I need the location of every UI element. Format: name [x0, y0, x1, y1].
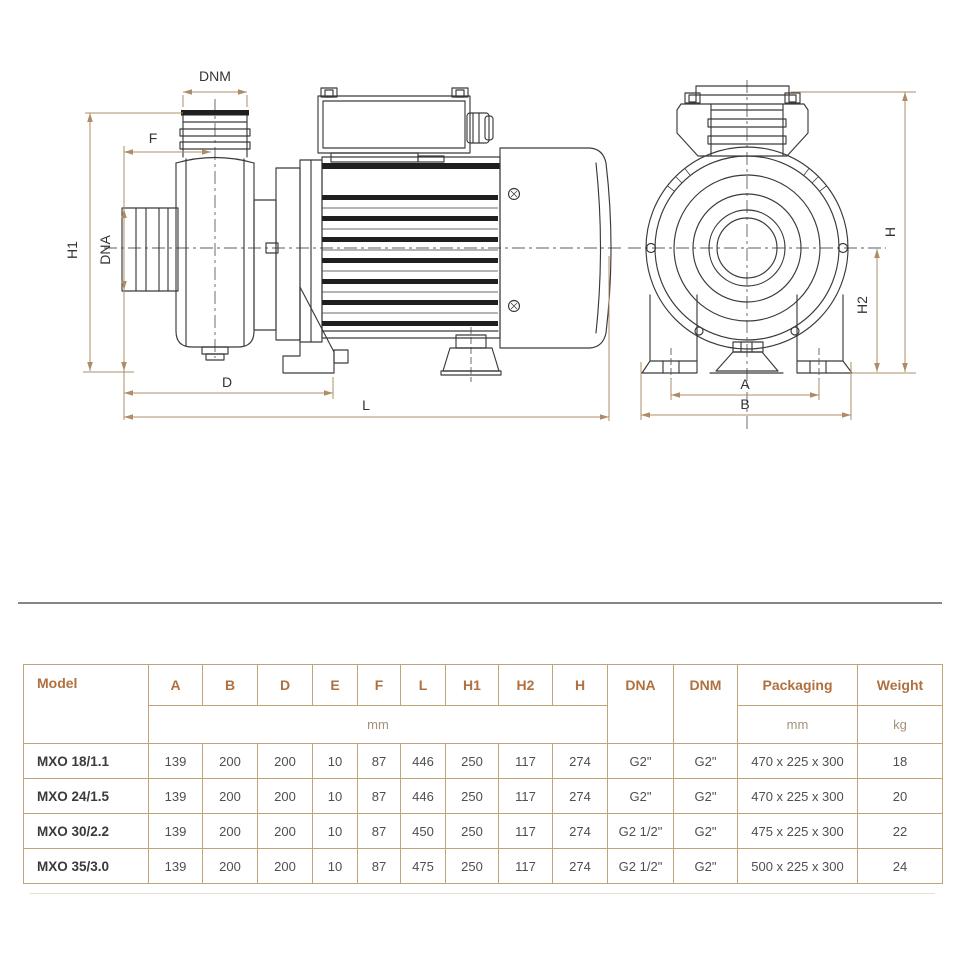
packaging-unit: mm [737, 705, 858, 744]
value-cell: 250 [445, 778, 499, 814]
value-cell: 20 [857, 778, 943, 814]
col-header-packaging: Packaging [737, 664, 858, 706]
value-cell: 10 [312, 743, 358, 779]
value-cell: G2" [607, 778, 674, 814]
value-cell: 470 x 225 x 300 [737, 778, 858, 814]
value-cell: 446 [400, 778, 446, 814]
value-cell: 274 [552, 813, 608, 849]
value-cell: 18 [857, 743, 943, 779]
value-cell: 10 [312, 778, 358, 814]
value-cell: 200 [257, 743, 313, 779]
value-cell: 139 [148, 848, 203, 884]
col-header-l: L [400, 664, 446, 706]
col-header-e: E [312, 664, 358, 706]
value-cell: 470 x 225 x 300 [737, 743, 858, 779]
value-cell: 117 [498, 848, 553, 884]
value-cell: 475 [400, 848, 446, 884]
value-cell: 200 [202, 778, 258, 814]
dimension-lines: DNM F DNA H1 D [64, 68, 916, 421]
value-cell: G2 1/2" [607, 848, 674, 884]
value-cell: 250 [445, 813, 499, 849]
value-cell: 139 [148, 778, 203, 814]
value-cell: 87 [357, 848, 401, 884]
dim-label-h: H [882, 227, 898, 237]
value-cell: 200 [202, 848, 258, 884]
value-cell: 500 x 225 x 300 [737, 848, 858, 884]
value-cell: 117 [498, 813, 553, 849]
value-cell: G2" [673, 848, 738, 884]
model-cell: MXO 30/2.2 [23, 813, 149, 849]
value-cell: 475 x 225 x 300 [737, 813, 858, 849]
dim-label-l: L [362, 397, 370, 413]
col-header-model: Model [23, 664, 149, 744]
dim-label-dna: DNA [97, 235, 113, 265]
dim-label-a: A [740, 376, 750, 392]
col-header-h1: H1 [445, 664, 499, 706]
value-cell: 24 [857, 848, 943, 884]
col-header-dnm: DNM [673, 664, 738, 744]
dim-label-dnm: DNM [199, 68, 231, 84]
value-cell: 250 [445, 848, 499, 884]
dimensions-unit: mm [148, 705, 608, 744]
value-cell: 87 [357, 743, 401, 779]
col-header-weight: Weight [857, 664, 943, 706]
value-cell: 139 [148, 813, 203, 849]
col-header-b: B [202, 664, 258, 706]
value-cell: 250 [445, 743, 499, 779]
pump-side-view [104, 87, 624, 382]
col-header-a: A [148, 664, 203, 706]
col-header-f: F [357, 664, 401, 706]
dim-label-d: D [222, 374, 232, 390]
value-cell: 87 [357, 813, 401, 849]
value-cell: 87 [357, 778, 401, 814]
value-cell: 10 [312, 848, 358, 884]
col-header-h2: H2 [498, 664, 553, 706]
value-cell: 200 [202, 813, 258, 849]
value-cell: 446 [400, 743, 446, 779]
value-cell: G2" [673, 743, 738, 779]
pump-front-view [628, 80, 886, 432]
model-cell: MXO 24/1.5 [23, 778, 149, 814]
value-cell: G2" [673, 778, 738, 814]
weight-unit: kg [857, 705, 943, 744]
dim-label-f: F [149, 130, 158, 146]
value-cell: 200 [202, 743, 258, 779]
col-header-dna: DNA [607, 664, 674, 744]
value-cell: 117 [498, 743, 553, 779]
value-cell: 200 [257, 813, 313, 849]
spec-table: Model A B D E F L H1 H2 H DNA DNM Packag… [23, 664, 943, 884]
col-header-h: H [552, 664, 608, 706]
value-cell: G2" [673, 813, 738, 849]
value-cell: 450 [400, 813, 446, 849]
model-cell: MXO 18/1.1 [23, 743, 149, 779]
dim-label-h1: H1 [64, 241, 80, 259]
model-cell: MXO 35/3.0 [23, 848, 149, 884]
dim-label-b: B [740, 396, 749, 412]
value-cell: 22 [857, 813, 943, 849]
dim-label-h2: H2 [854, 296, 870, 314]
value-cell: 274 [552, 778, 608, 814]
value-cell: 200 [257, 778, 313, 814]
pump-dimension-drawing: DNM F DNA H1 D [64, 68, 916, 432]
col-header-d: D [257, 664, 313, 706]
value-cell: 274 [552, 743, 608, 779]
value-cell: G2" [607, 743, 674, 779]
value-cell: G2 1/2" [607, 813, 674, 849]
value-cell: 139 [148, 743, 203, 779]
value-cell: 10 [312, 813, 358, 849]
value-cell: 117 [498, 778, 553, 814]
value-cell: 200 [257, 848, 313, 884]
table-shadow [30, 893, 935, 894]
section-divider [18, 602, 942, 604]
value-cell: 274 [552, 848, 608, 884]
